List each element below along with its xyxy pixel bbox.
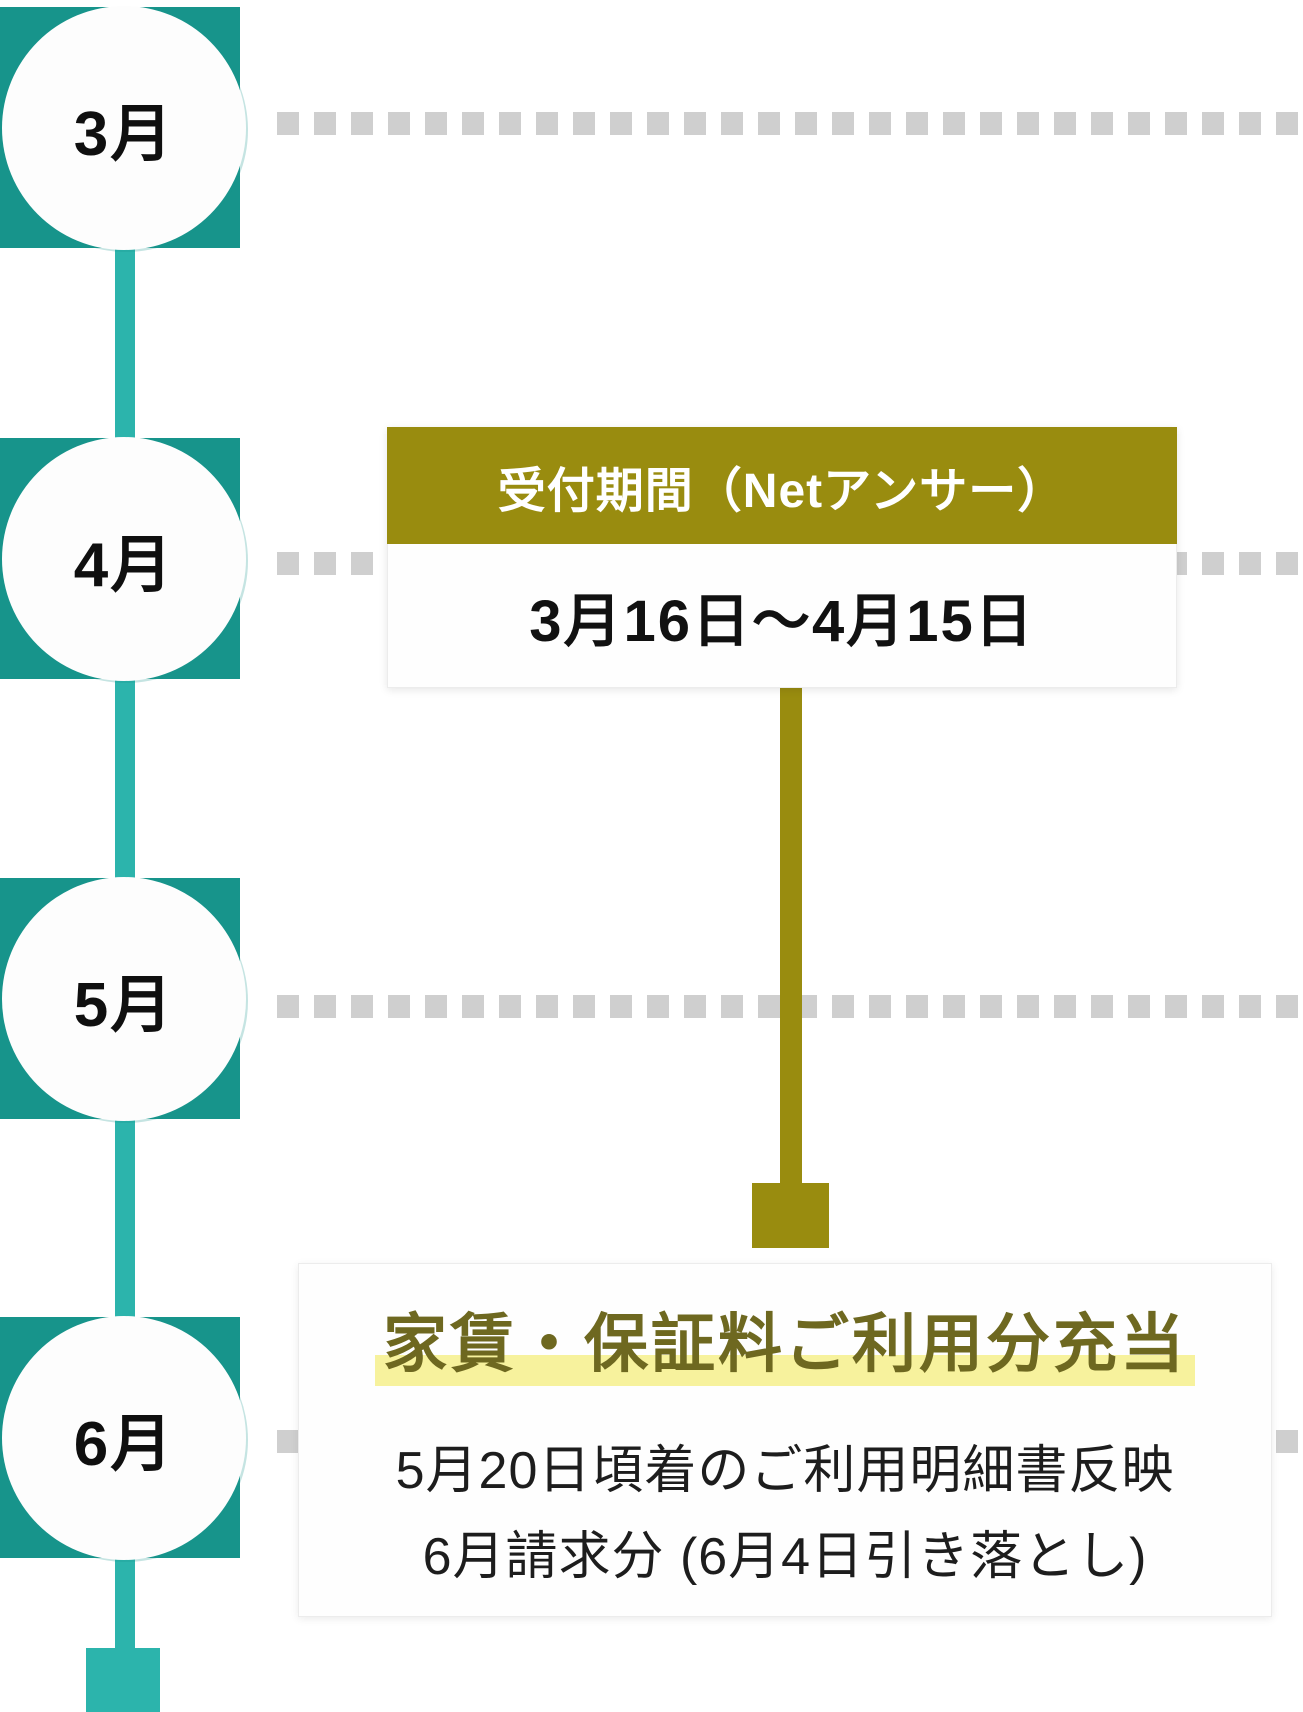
allocation-card-detail-1: 5月20日頃着のご利用明細書反映 [395, 1442, 1175, 1500]
month-label: 6月 [73, 1410, 175, 1479]
month-marker-march: 3月 [0, 6, 246, 250]
month-circle: 6月 [2, 1316, 246, 1560]
month-label: 4月 [73, 531, 175, 600]
allocation-card-title: 家賃・保証料ご利用分充当 [375, 1302, 1195, 1386]
month-marker-june: 6月 [0, 1316, 246, 1560]
month-marker-may: 5月 [0, 877, 246, 1121]
timeline-spine-end-block [86, 1648, 160, 1712]
month-circle: 5月 [2, 877, 246, 1121]
connector-end-block [752, 1183, 829, 1248]
reception-period-dates: 3月16日〜4月15日 [529, 588, 1035, 654]
month-label: 5月 [73, 971, 175, 1040]
month-marker-april: 4月 [0, 437, 246, 681]
connector-line [780, 688, 802, 1183]
reception-period-card: 受付期間（Netアンサー） 3月16日〜4月15日 [387, 427, 1177, 688]
dashed-line-march [277, 112, 1303, 135]
reception-period-body: 3月16日〜4月15日 [387, 544, 1177, 688]
reception-period-header: 受付期間（Netアンサー） [387, 427, 1177, 544]
month-circle: 4月 [2, 437, 246, 681]
month-label: 3月 [73, 100, 175, 169]
reception-period-header-label: 受付期間（Netアンサー） [497, 464, 1067, 518]
month-circle: 3月 [2, 6, 246, 250]
allocation-card-detail-2: 6月請求分 (6月4日引き落とし) [422, 1528, 1148, 1586]
allocation-card: 家賃・保証料ご利用分充当 5月20日頃着のご利用明細書反映 6月請求分 (6月4… [298, 1263, 1272, 1617]
